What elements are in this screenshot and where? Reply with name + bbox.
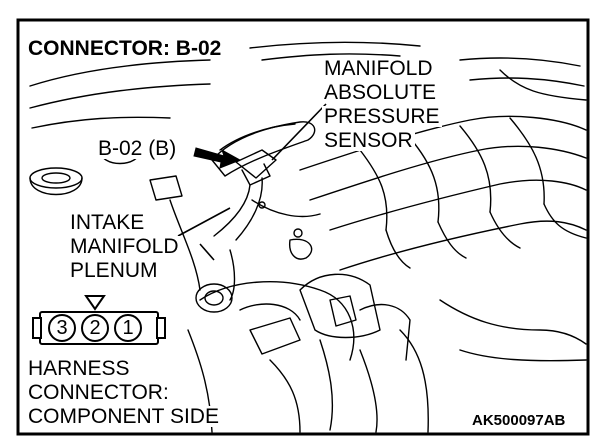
figure-border [16, 18, 590, 436]
intake-label-line-1: INTAKE [68, 211, 147, 234]
harness-label-line-3: COMPONENT SIDE [26, 405, 221, 428]
sensor-label-line-1: MANIFOLD [322, 57, 435, 80]
harness-connector-icon [32, 295, 166, 345]
pin-3: 3 [56, 317, 68, 339]
pin-2: 2 [89, 317, 101, 339]
intake-label-line-2: MANIFOLD [68, 235, 181, 258]
connector-title: CONNECTOR: B-02 [26, 37, 224, 60]
intake-label-line-3: PLENUM [68, 259, 160, 282]
connector-id-label: B-02 (B) [96, 137, 179, 160]
pin-1: 1 [122, 317, 134, 339]
sensor-label-line-4: SENSOR [322, 129, 415, 152]
sensor-label-line-3: PRESSURE [322, 105, 442, 128]
harness-label-line-2: CONNECTOR: [26, 381, 171, 404]
sensor-label-line-2: ABSOLUTE [322, 81, 439, 104]
figure-code: AK500097AB [470, 412, 568, 429]
harness-label-line-1: HARNESS [26, 357, 132, 380]
pointer-arrow [193, 147, 242, 169]
